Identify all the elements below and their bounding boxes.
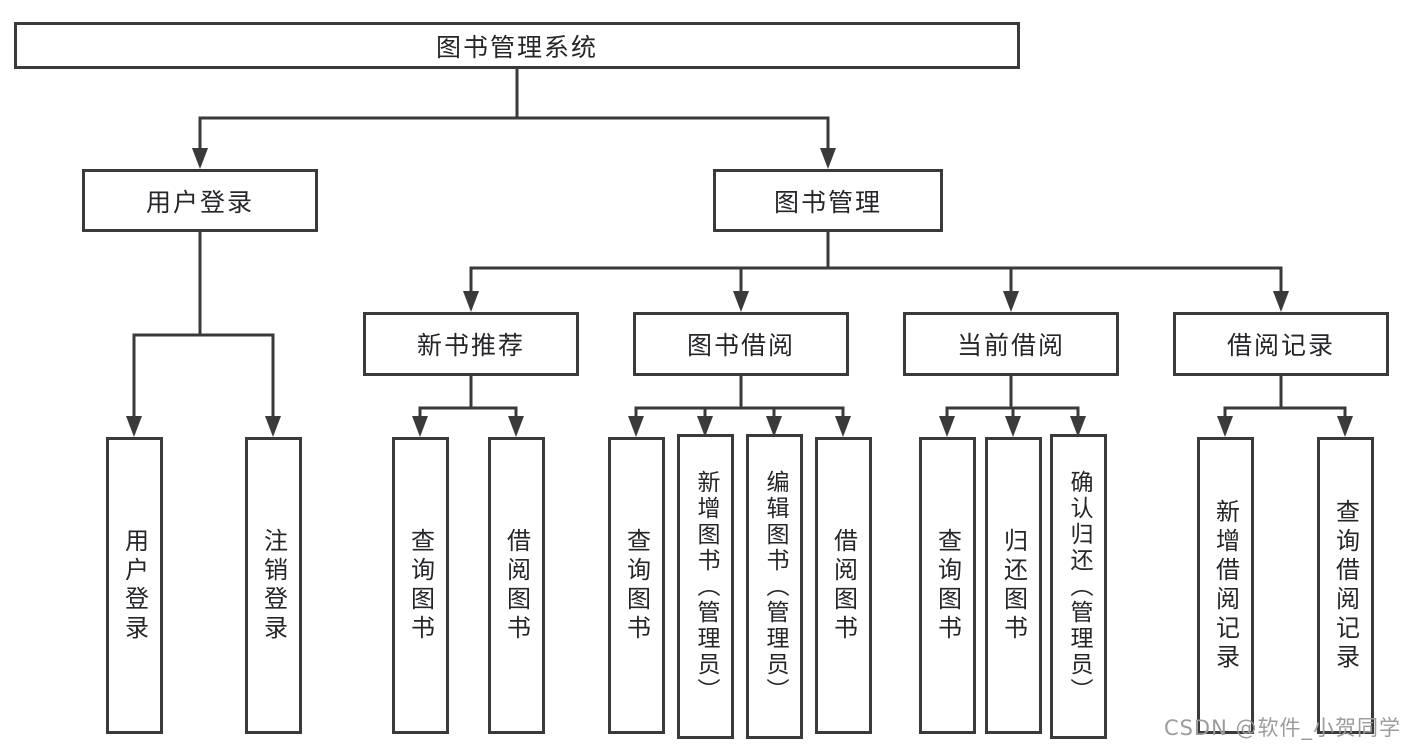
arrowheads [126,148,1353,437]
node-root-system: 图书管理系统 [14,22,1020,69]
arrow-down-icon [463,291,479,312]
leaf-newrec-borrow-book: 借阅图书 [488,437,545,734]
arrow-down-icon [265,416,281,437]
arrow-down-icon [820,148,836,169]
arrow-down-icon [1273,291,1289,312]
connector-record-split [1223,406,1347,420]
leaf-current-query-book: 查询图书 [919,437,976,734]
connector-book-mgmt-split [469,266,1283,294]
node-current-borrow: 当前借阅 [903,312,1119,376]
connector-root-split [198,116,830,150]
arrow-down-icon [628,416,644,437]
node-book-management: 图书管理 [713,169,943,232]
leaf-borrow-query-book: 查询图书 [608,437,665,734]
arrow-down-icon [1003,291,1019,312]
arrow-down-icon [733,291,749,312]
arrow-down-icon [766,416,782,437]
leaf-record-query-record: 查询借阅记录 [1317,437,1374,734]
arrow-down-icon [412,416,428,437]
leaf-borrow-add-book-admin: 新增图书（管理员） [677,434,734,739]
arrow-down-icon [1217,416,1233,437]
node-borrow-records: 借阅记录 [1173,312,1389,376]
arrow-down-icon [508,416,524,437]
arrow-down-icon [697,416,713,437]
leaf-user-login: 用户登录 [106,437,163,734]
connector-user-login-split [132,333,275,418]
watermark: CSDN @软件_小贺同学 [1163,716,1401,740]
connector-newrec-split [418,406,518,420]
arrow-down-icon [939,416,955,437]
leaf-current-confirm-return-admin: 确认归还（管理员） [1050,434,1107,739]
leaf-current-return-book: 归还图书 [985,437,1042,734]
leaf-record-add-record: 新增借阅记录 [1197,437,1254,734]
node-user-login: 用户登录 [82,169,318,232]
arrow-down-icon [1337,416,1353,437]
leaf-newrec-query-book: 查询图书 [392,437,449,734]
arrow-down-icon [126,416,142,437]
connector-borrow-split [634,406,845,420]
node-book-borrow: 图书借阅 [633,312,849,376]
leaf-borrow-edit-book-admin: 编辑图书（管理员） [746,434,803,739]
arrow-down-icon [192,148,208,169]
leaf-borrow-borrow-book: 借阅图书 [815,437,872,734]
arrow-down-icon [835,416,851,437]
arrow-down-icon [1070,416,1086,437]
node-new-book-recommend: 新书推荐 [363,312,579,376]
arrow-down-icon [1005,416,1021,437]
leaf-logout: 注销登录 [245,437,302,734]
